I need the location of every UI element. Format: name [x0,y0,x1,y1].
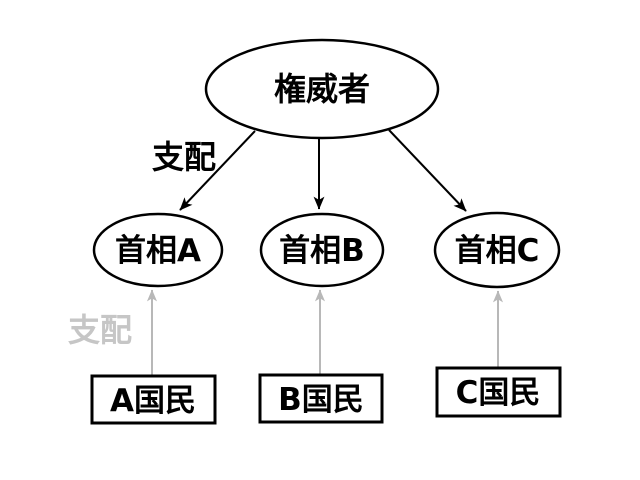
node-pm-a: 首相A [92,212,224,288]
node-authority-label: 権威者 [274,70,370,108]
node-pm-b: 首相B [259,212,385,288]
node-pm-a-label: 首相A [115,233,201,269]
node-citizens-b-label: B国民 [278,382,364,418]
node-citizens-b: B国民 [258,373,384,424]
node-authority: 権威者 [204,38,440,140]
edge-label-rule-top: 支配 [152,138,216,176]
node-citizens-c-label: C国民 [456,375,541,411]
node-citizens-a: A国民 [90,374,217,425]
node-pm-b-label: 首相B [279,233,365,269]
edge-label-rule-bottom: 支配 [68,311,132,349]
node-citizens-a-label: A国民 [110,383,196,419]
node-pm-c: 首相C [433,211,561,289]
edge-authority-pm-a [179,130,256,211]
edge-authority-pm-c [388,129,467,212]
node-citizens-c: C国民 [435,366,562,418]
node-pm-c-label: 首相C [455,233,540,269]
